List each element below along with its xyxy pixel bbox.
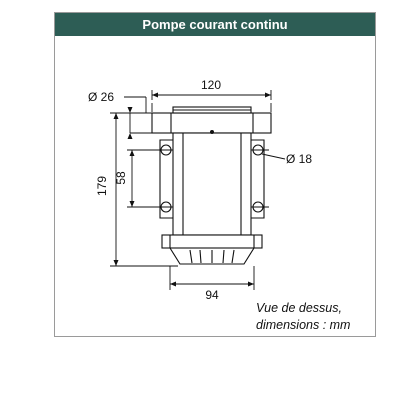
mount-hole-br <box>252 201 264 213</box>
dim-hole-spacing: 58 <box>114 171 128 185</box>
dim-diameter-mount: Ø 18 <box>286 152 312 166</box>
strainer <box>169 247 255 265</box>
dim-diameter-inlet: Ø 26 <box>88 90 114 104</box>
drawing-panel: Pompe courant continu <box>54 12 376 337</box>
caption-line-1: Vue de dessus, <box>256 301 342 315</box>
dim-width-bottom: 94 <box>205 288 219 302</box>
pump-body <box>172 132 252 236</box>
drawing-caption: Vue de dessus, dimensions : mm <box>256 300 350 334</box>
caption-line-2: dimensions : mm <box>256 318 351 332</box>
panel-title: Pompe courant continu <box>55 13 375 36</box>
dim-width-top: 120 <box>201 78 221 92</box>
mount-hole-tl <box>160 144 172 156</box>
right-bracket <box>251 139 265 219</box>
bottom-flange <box>161 234 263 249</box>
left-bracket <box>159 139 173 219</box>
mount-hole-tr <box>252 144 264 156</box>
mount-hole-bl <box>160 201 172 213</box>
dim-height-total: 179 <box>95 176 109 196</box>
